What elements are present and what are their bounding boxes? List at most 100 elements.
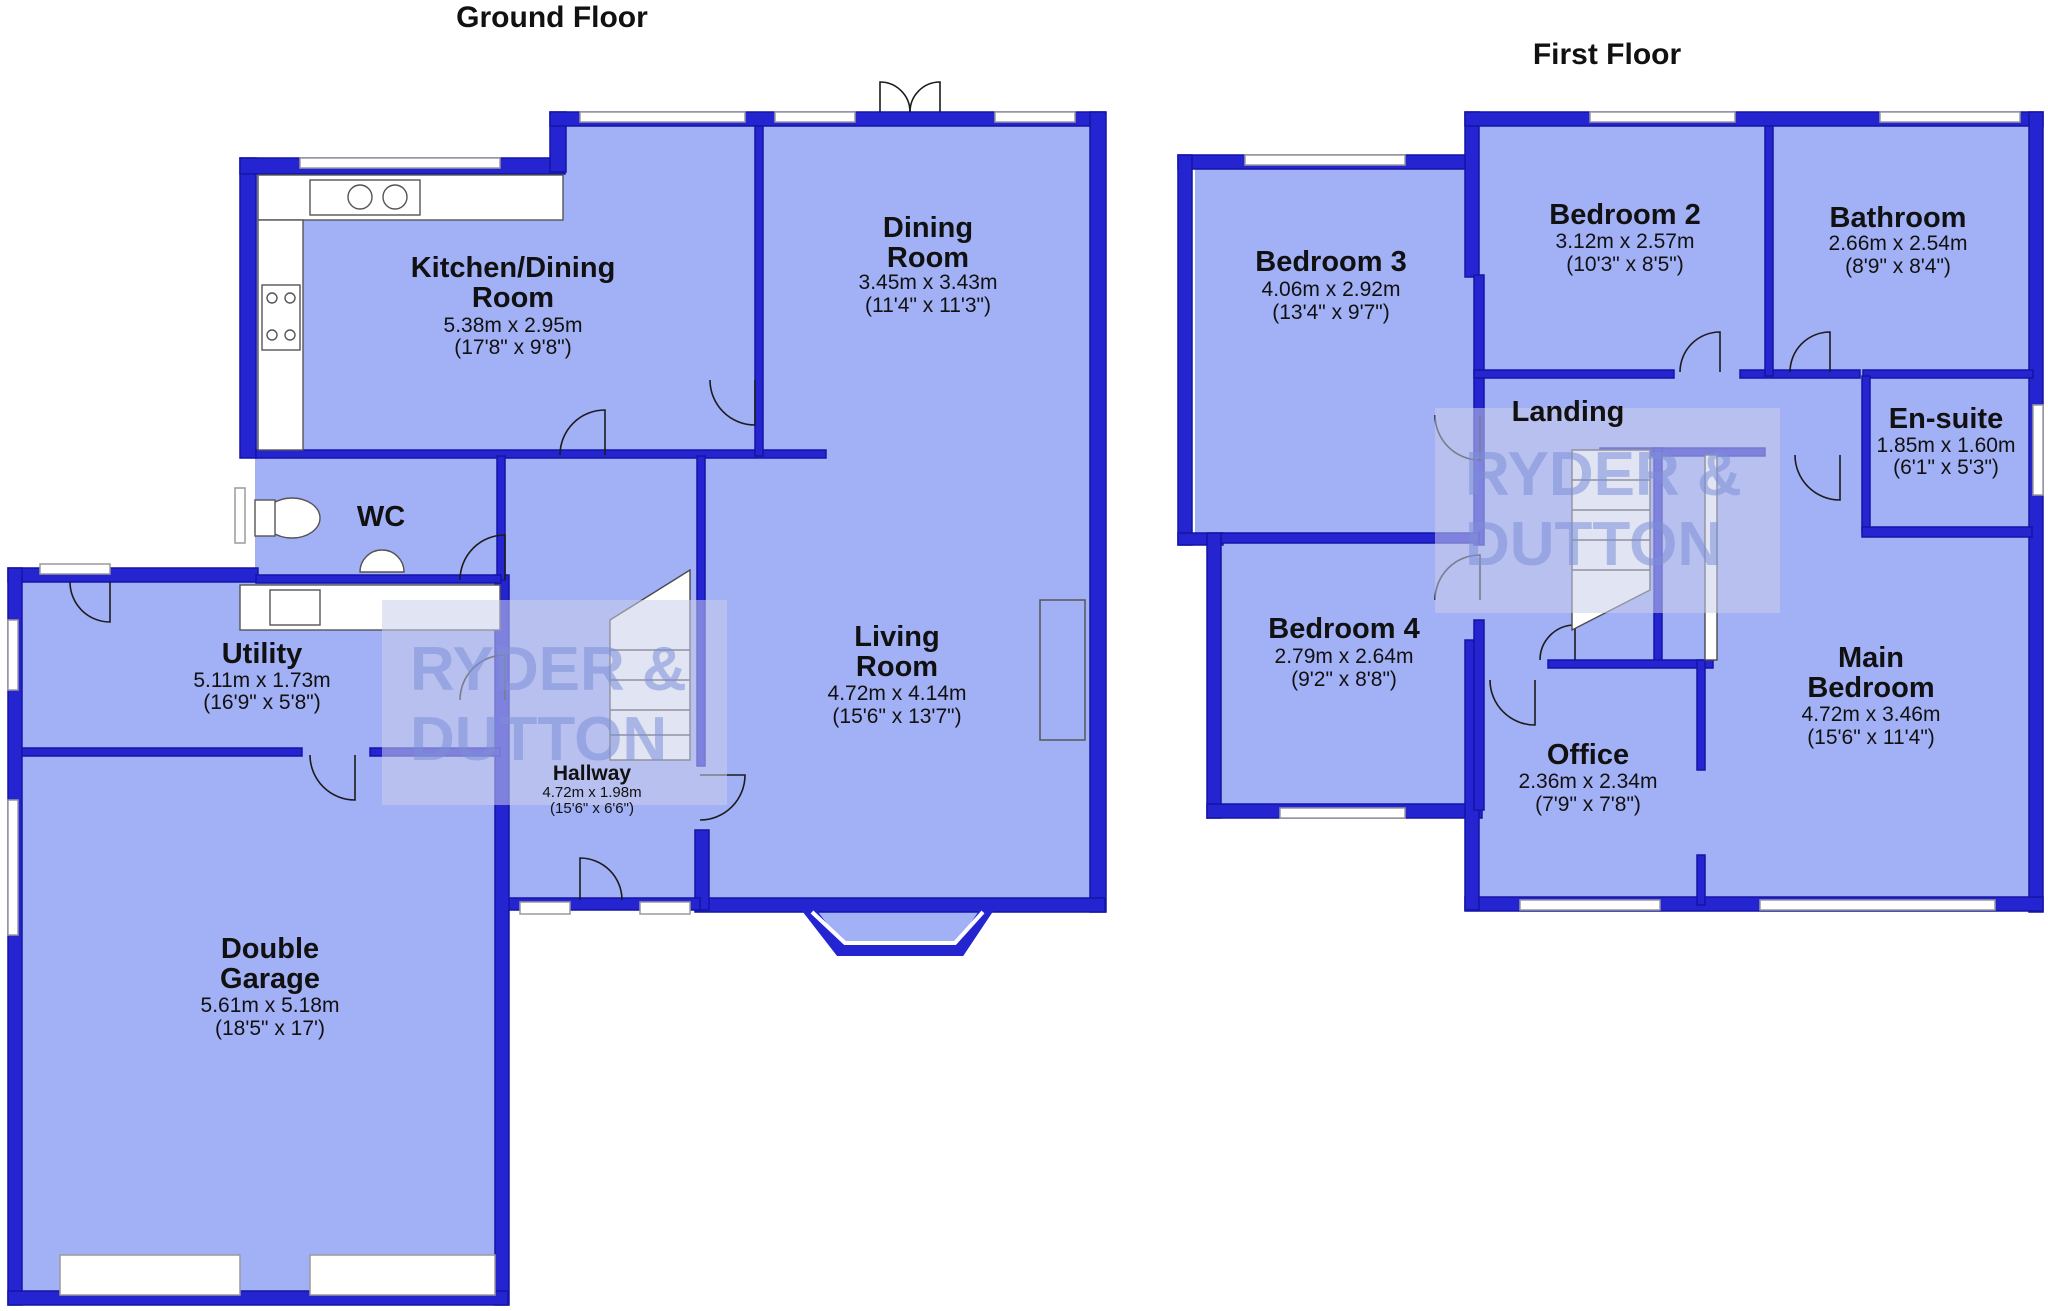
window xyxy=(1759,899,1996,911)
wall xyxy=(2028,111,2044,913)
room-dimensions-metric: 2.79m x 2.64m xyxy=(1275,645,1414,668)
room-dimensions-imperial: (13'4" x 9'7") xyxy=(1272,301,1389,324)
utility-sink-icon xyxy=(269,589,321,626)
door-swing xyxy=(1794,454,1841,501)
room-label-office: Office 2.36m x 2.34m (7'9" x 7'8") xyxy=(1519,739,1658,816)
wall xyxy=(1862,369,2034,379)
room-label-bedroom-4: Bedroom 4 2.79m x 2.64m (9'2" x 8'8") xyxy=(1268,613,1419,691)
wall xyxy=(1861,375,1871,532)
room-name: Bedroom 4 xyxy=(1268,613,1419,645)
room-dimensions-imperial: (15'6" x 6'6") xyxy=(550,800,634,817)
room-name: Bedroom 3 xyxy=(1255,246,1406,278)
room-dimensions-metric: 4.72m x 3.46m xyxy=(1802,703,1941,726)
wall xyxy=(754,125,764,457)
door-swing xyxy=(699,774,746,821)
ground-floor: RYDER & DUTTON Ground Floor Kitchen/Dini… xyxy=(7,1,1107,1306)
window xyxy=(639,901,691,915)
wall xyxy=(1473,369,1675,379)
watermark-line1: RYDER & xyxy=(410,635,687,704)
wall xyxy=(255,574,502,584)
door-swing xyxy=(1489,679,1536,726)
window xyxy=(1519,899,1661,911)
burner-icon xyxy=(284,292,296,304)
burner-icon xyxy=(266,292,278,304)
room-label-en-suite: En-suite 1.85m x 1.60m (6'1" x 5'3") xyxy=(1877,403,2016,479)
room-name-line2: Room xyxy=(472,282,554,314)
room-label-hallway: Hallway 4.72m x 1.98m (15'6" x 6'6") xyxy=(542,762,641,817)
room-name: En-suite xyxy=(1889,403,2003,435)
room-dimensions-metric: 5.38m x 2.95m xyxy=(444,314,583,337)
wall xyxy=(694,829,710,911)
french-door xyxy=(909,81,941,113)
room-dimensions-metric: 2.36m x 2.34m xyxy=(1519,770,1658,793)
door-swing xyxy=(559,409,606,456)
room-name: Bedroom 2 xyxy=(1549,199,1700,231)
wall xyxy=(1696,854,1706,906)
door-swing xyxy=(459,534,506,581)
burner-icon xyxy=(284,329,296,341)
room-name: Living xyxy=(854,621,939,653)
door-swing xyxy=(1679,331,1721,373)
room-dimensions-imperial: (8'9" x 8'4") xyxy=(1845,255,1951,278)
wall xyxy=(1861,526,2033,538)
room-label-kitchen-dining: Kitchen/Dining Room 5.38m x 2.95m (17'8"… xyxy=(411,252,616,359)
floor-title: Ground Floor xyxy=(456,1,648,34)
room-dimensions-metric: 4.72m x 1.98m xyxy=(542,784,641,801)
french-door xyxy=(879,81,911,113)
wall xyxy=(694,897,1106,913)
watermark-panel xyxy=(382,600,727,805)
window xyxy=(994,111,1076,123)
room-dimensions-metric: 4.72m x 4.14m xyxy=(828,682,967,705)
room-label-landing: Landing xyxy=(1512,396,1625,428)
room-label-dining-room: Dining Room 3.45m x 3.43m (11'4" x 11'3"… xyxy=(859,212,998,317)
room-name: Office xyxy=(1547,739,1629,771)
room-name-line2: Bedroom xyxy=(1807,672,1934,704)
wall xyxy=(1473,619,1485,811)
wall xyxy=(1206,532,1222,819)
room-name: Main xyxy=(1838,642,1904,674)
window xyxy=(1589,111,1736,123)
room-dimensions-imperial: (9'2" x 8'8") xyxy=(1291,668,1397,691)
window xyxy=(7,799,19,936)
door-swing xyxy=(69,581,111,623)
watermark-panel xyxy=(1435,408,1780,613)
room-name-line2: Room xyxy=(887,242,969,274)
room-dimensions-imperial: (7'9" x 7'8") xyxy=(1535,793,1641,816)
bay-window-wall xyxy=(800,901,995,956)
room-label-bedroom-2: Bedroom 2 3.12m x 2.57m (10'3" x 8'5") xyxy=(1549,199,1700,276)
room-dimensions-metric: 2.66m x 2.54m xyxy=(1829,232,1968,255)
room-dimensions-metric: 5.11m x 1.73m xyxy=(193,669,330,692)
room-dimensions-imperial: (17'8" x 9'8") xyxy=(454,336,571,359)
window xyxy=(774,111,856,123)
window xyxy=(2032,404,2044,496)
wall xyxy=(1177,154,1193,546)
wall xyxy=(496,455,506,581)
fireplace xyxy=(1039,599,1086,741)
room-dimensions-imperial: (6'1" x 5'3") xyxy=(1893,456,1999,479)
room-name: Double xyxy=(221,933,319,965)
door-swing xyxy=(1789,331,1831,373)
room-label-living-room: Living Room 4.72m x 4.14m (15'6" x 13'7"… xyxy=(828,621,967,728)
floor-title: First Floor xyxy=(1533,38,1682,71)
watermark-line2: DUTTON xyxy=(1465,510,1722,579)
window xyxy=(579,111,746,123)
room-label-wc: WC xyxy=(357,501,405,533)
window xyxy=(1879,111,2021,123)
window xyxy=(519,901,571,915)
wall xyxy=(1696,659,1706,771)
dining-living-room-area xyxy=(760,120,1100,905)
watermark-line1: RYDER & xyxy=(1465,440,1742,509)
room-dimensions-metric: 3.45m x 3.43m xyxy=(859,271,998,294)
watermark-line2: DUTTON xyxy=(410,705,667,774)
room-name: Landing xyxy=(1512,396,1625,428)
front-door xyxy=(579,857,623,901)
window xyxy=(7,619,19,691)
kitchen-dining-room-area-upper xyxy=(565,120,770,180)
door-swing xyxy=(709,379,756,426)
room-name-line2: Room xyxy=(856,651,938,683)
room-name: Dining xyxy=(883,212,973,244)
room-dimensions-metric: 5.61m x 5.18m xyxy=(201,994,340,1017)
wall xyxy=(239,157,257,459)
first-floor: RYDER & DUTTON First Floor Bedroom 3 4.0… xyxy=(1177,38,2044,913)
